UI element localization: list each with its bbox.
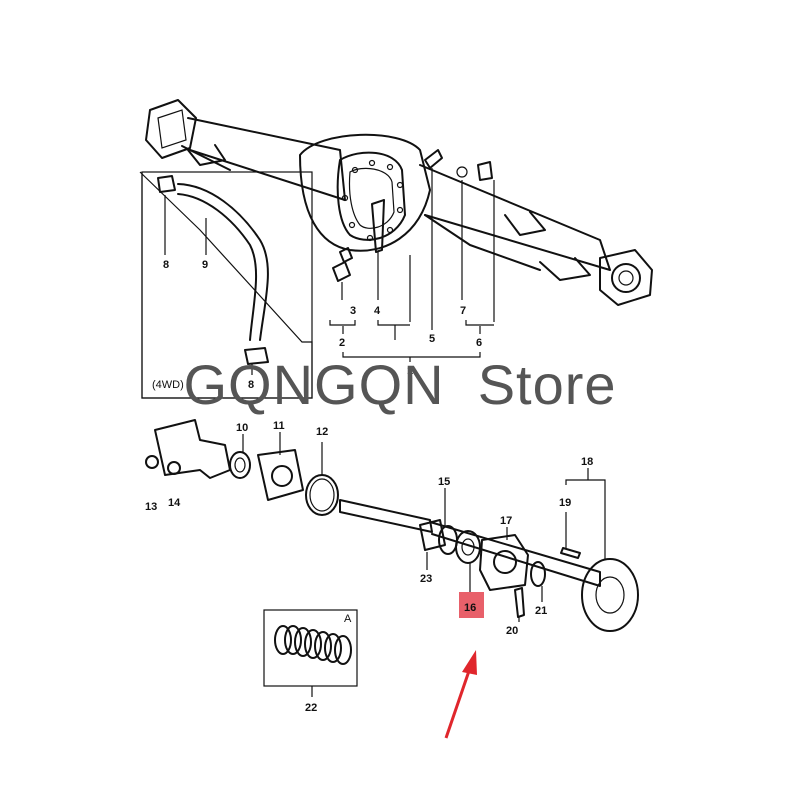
- label-5: 5: [429, 333, 435, 345]
- label-17: 17: [500, 515, 512, 527]
- fasteners-top: [332, 161, 493, 282]
- label-14: 14: [168, 497, 181, 509]
- label-19: 19: [559, 497, 571, 509]
- leader-lines-top: [329, 168, 495, 362]
- washer-14: [167, 461, 181, 475]
- washer-7: [456, 166, 468, 178]
- label-1: 1: [407, 365, 413, 377]
- label-11: 11: [273, 420, 285, 432]
- variant-4wd-box: [139, 171, 313, 399]
- part-labels: 1 2 3 4 5 6 7 8 9 8 (4WD) 10 11 12 13 14…: [145, 259, 593, 714]
- label-3: 3: [350, 305, 356, 317]
- red-arrow-pointer: [444, 650, 477, 739]
- label-6: 6: [476, 337, 482, 349]
- label-9: 9: [202, 259, 208, 271]
- leader-lines-lower: [242, 432, 606, 622]
- label-box-a: A: [344, 613, 352, 625]
- axle-housing: [145, 99, 653, 306]
- label-7: 7: [460, 305, 466, 317]
- label-2: 2: [339, 337, 345, 349]
- hub-assembly: [145, 419, 639, 632]
- label-15: 15: [438, 476, 450, 488]
- nut-13: [145, 455, 159, 469]
- highlight-box-16: [459, 592, 484, 618]
- nut-3: [332, 261, 351, 282]
- label-16: 16: [464, 602, 476, 614]
- bolt-4: [371, 199, 385, 253]
- label-20: 20: [506, 625, 518, 637]
- label-8-bottom: 8: [248, 379, 254, 391]
- label-13: 13: [145, 501, 157, 513]
- label-21: 21: [535, 605, 547, 617]
- label-8-top: 8: [163, 259, 169, 271]
- bolt-6: [477, 161, 493, 181]
- label-23: 23: [420, 573, 432, 585]
- label-4wd: (4WD): [152, 379, 184, 391]
- kit-box-a: [263, 609, 358, 697]
- label-18: 18: [581, 456, 593, 468]
- label-4: 4: [374, 305, 381, 317]
- label-10: 10: [236, 422, 248, 434]
- label-22: 22: [305, 702, 317, 714]
- label-12: 12: [316, 426, 328, 438]
